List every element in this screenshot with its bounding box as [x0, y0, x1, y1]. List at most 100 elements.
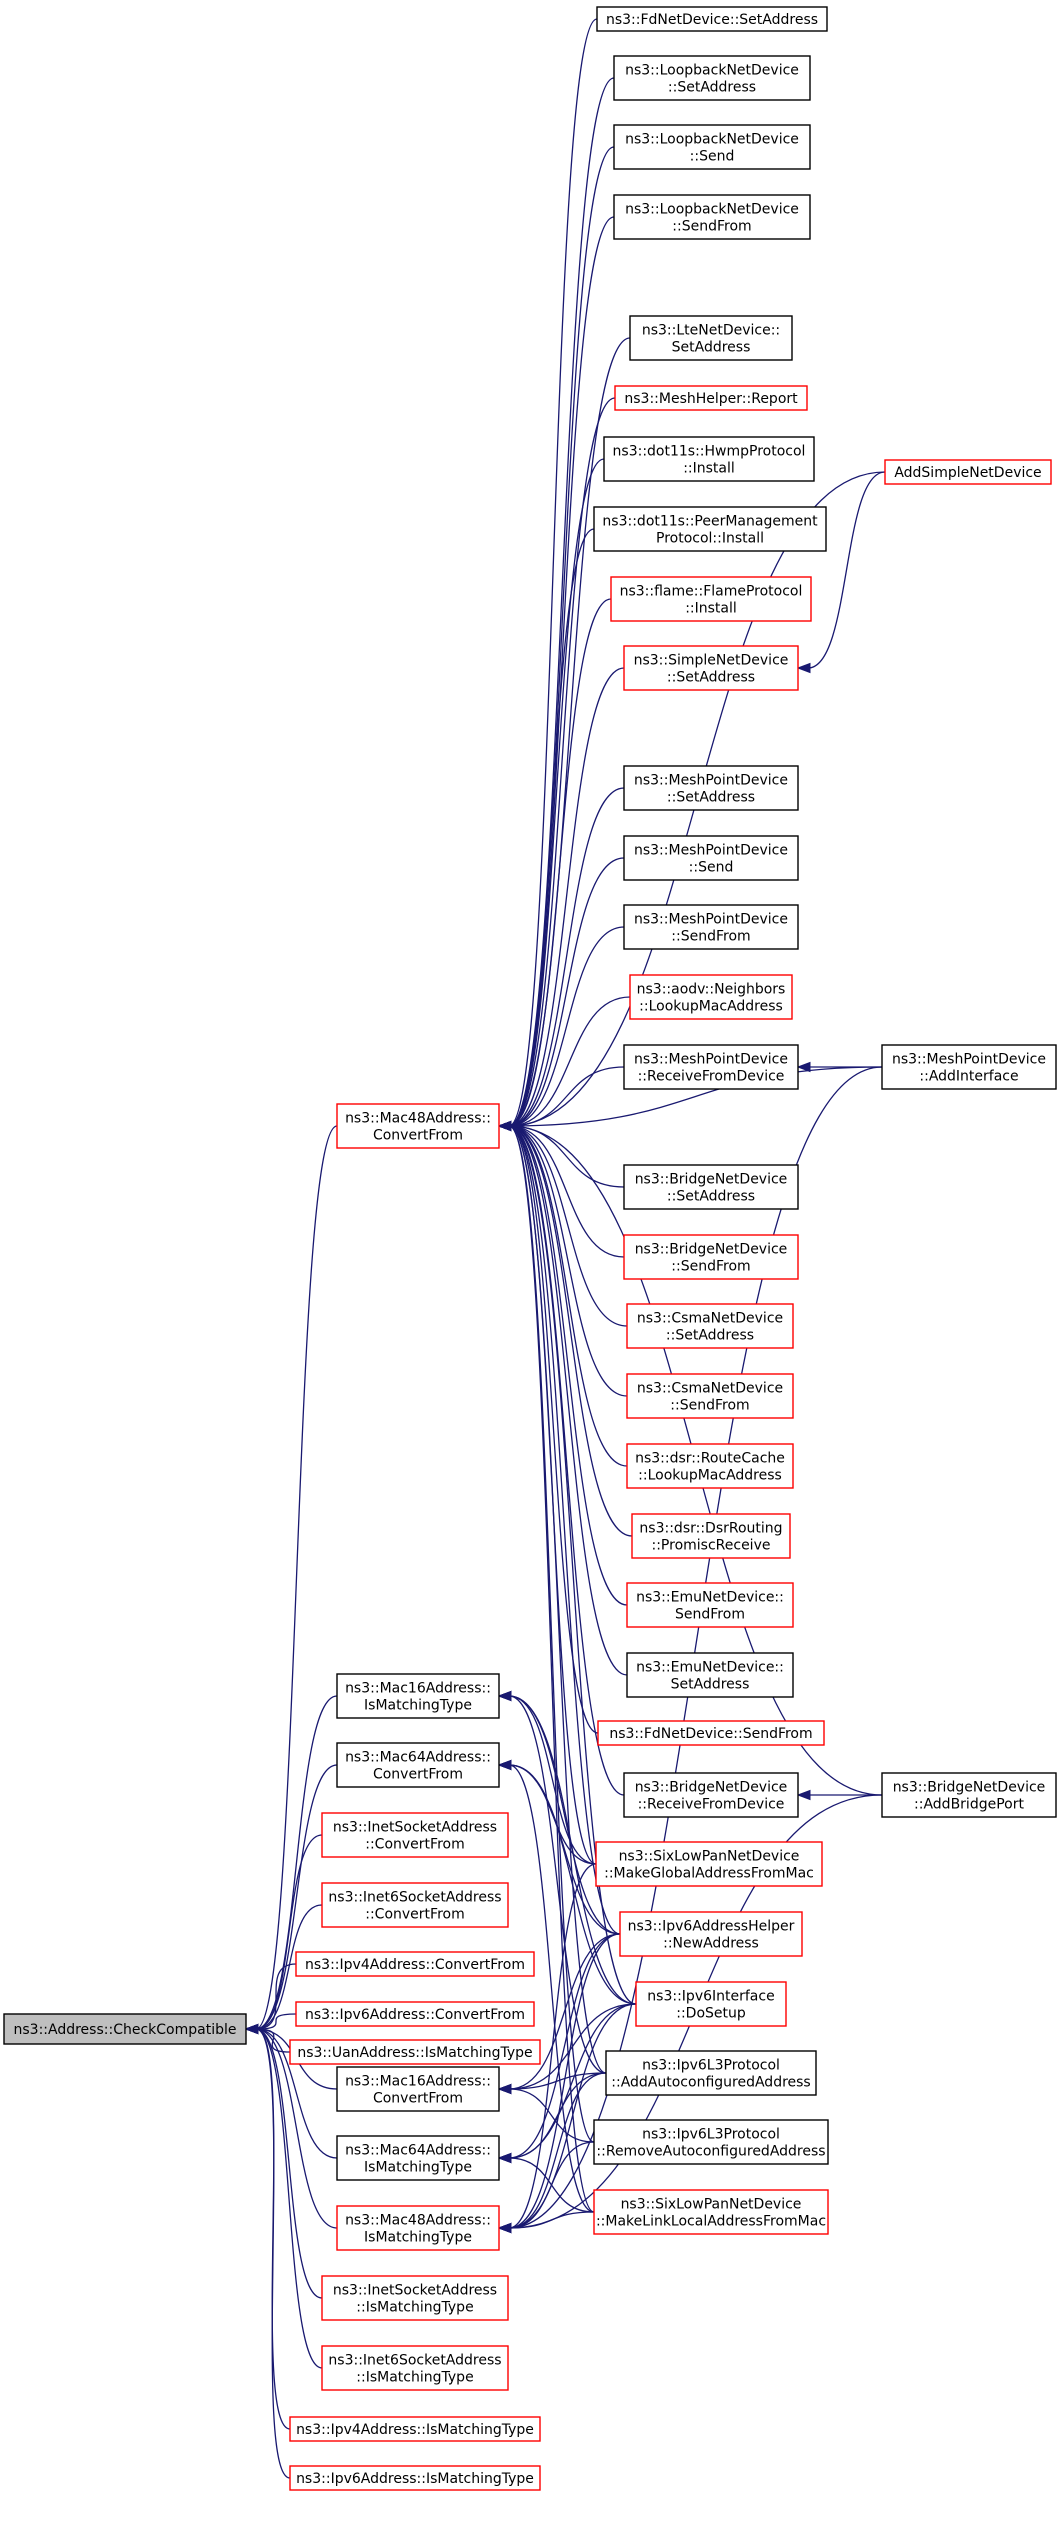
function-node[interactable]: AddSimpleNetDevice — [884, 459, 1052, 485]
function-node[interactable]: ns3::Inet6SocketAddress::ConvertFrom — [321, 1882, 509, 1928]
function-node[interactable]: ns3::Mac48Address::ConvertFrom — [336, 1103, 500, 1149]
arrowhead — [796, 662, 811, 674]
arrowhead — [796, 1061, 811, 1073]
function-node[interactable]: ns3::dsr::DsrRouting::PromiscReceive — [631, 1513, 791, 1559]
function-node[interactable]: ns3::MeshPointDevice::SetAddress — [623, 765, 799, 811]
function-node[interactable]: ns3::flame::FlameProtocol::Install — [610, 576, 812, 622]
call-edge — [508, 18, 598, 1127]
function-node[interactable]: ns3::BridgeNetDevice::SetAddress — [623, 1164, 799, 1210]
call-edge — [508, 1125, 607, 2074]
function-node[interactable]: ns3::Ipv6Interface::DoSetup — [635, 1981, 787, 2027]
function-node[interactable]: ns3::SixLowPanNetDevice::MakeLinkLocalAd… — [593, 2189, 829, 2235]
call-edge — [508, 1125, 628, 1467]
node-label: ns3::Ipv6Address::ConvertFrom — [305, 2007, 525, 2023]
function-node[interactable]: ns3::dsr::RouteCache::LookupMacAddress — [626, 1443, 794, 1489]
node-label: SetAddress — [672, 340, 751, 356]
function-node[interactable]: ns3::LteNetDevice::SetAddress — [629, 315, 793, 361]
call-edge — [508, 2003, 637, 2090]
node-label: ::ConvertFrom — [365, 1907, 464, 1923]
function-node[interactable]: ns3::Mac64Address::ConvertFrom — [336, 1742, 500, 1788]
function-node[interactable]: ns3::UanAddress::IsMatchingType — [289, 2039, 541, 2065]
call-nodes: ns3::Address::CheckCompatiblens3::Mac48A… — [3, 6, 1057, 2491]
node-label: ns3::MeshPointDevice — [634, 773, 788, 789]
function-node[interactable]: ns3::CsmaNetDevice::SendFrom — [626, 1373, 794, 1419]
node-label: ns3::FdNetDevice::SetAddress — [606, 12, 818, 28]
function-node[interactable]: ns3::dot11s::HwmpProtocol::Install — [603, 436, 815, 482]
node-box — [336, 1103, 500, 1149]
call-edge — [508, 926, 625, 1127]
function-node[interactable]: ns3::SixLowPanNetDevice::MakeGlobalAddre… — [595, 1841, 823, 1887]
function-node[interactable]: ns3::LoopbackNetDevice::SendFrom — [613, 194, 811, 240]
call-edge — [508, 598, 612, 1127]
function-node[interactable]: ns3::Mac48Address::IsMatchingType — [336, 2205, 500, 2251]
call-edge — [255, 1904, 323, 2030]
function-node[interactable]: ns3::MeshPointDevice::ReceiveFromDevice — [623, 1044, 799, 1090]
function-node[interactable]: ns3::CsmaNetDevice::SetAddress — [626, 1303, 794, 1349]
function-node[interactable]: ns3::Ipv6Address::IsMatchingType — [289, 2465, 541, 2491]
node-label: ::SendFrom — [670, 1398, 749, 1414]
node-box — [597, 1720, 825, 1746]
function-node[interactable]: ns3::LoopbackNetDevice::SetAddress — [613, 55, 811, 101]
call-edge — [508, 1695, 607, 2074]
arrowhead — [497, 2152, 512, 2164]
function-node[interactable]: ns3::Mac64Address::IsMatchingType — [336, 2135, 500, 2181]
function-node[interactable]: ns3::MeshPointDevice::AddInterface — [881, 1044, 1057, 1090]
node-box — [336, 1673, 500, 1719]
function-node[interactable]: ns3::Ipv6Address::ConvertFrom — [295, 2001, 535, 2027]
function-node[interactable]: ns3::MeshHelper::Report — [614, 385, 808, 411]
call-edge — [508, 1125, 621, 1935]
node-box — [295, 1951, 535, 1977]
node-label: ::SetAddress — [667, 670, 755, 686]
node-label: ns3::SixLowPanNetDevice — [621, 2197, 802, 2213]
function-node[interactable]: ns3::BridgeNetDevice::ReceiveFromDevice — [623, 1772, 799, 1818]
function-node[interactable]: ns3::EmuNetDevice::SendFrom — [626, 1582, 794, 1628]
call-edge — [508, 397, 616, 1127]
function-node[interactable]: ns3::MeshPointDevice::Send — [623, 835, 799, 881]
node-label: ns3::Ipv6L3Protocol — [642, 2127, 780, 2143]
function-node[interactable]: ns3::LoopbackNetDevice::Send — [613, 124, 811, 170]
node-label: ns3::FdNetDevice::SendFrom — [609, 1726, 812, 1742]
function-node[interactable]: ns3::EmuNetDevice::SetAddress — [626, 1652, 794, 1698]
function-node[interactable]: ns3::Ipv4Address::IsMatchingType — [289, 2416, 541, 2442]
function-node[interactable]: ns3::MeshPointDevice::SendFrom — [623, 904, 799, 950]
node-label: ::AddInterface — [919, 1069, 1018, 1085]
node-label: ns3::Address::CheckCompatible — [14, 2022, 237, 2038]
node-label: ::Send — [689, 860, 734, 876]
function-node[interactable]: ns3::InetSocketAddress::ConvertFrom — [321, 1812, 509, 1858]
node-box — [884, 459, 1052, 485]
function-node[interactable]: ns3::BridgeNetDevice::SendFrom — [623, 1234, 799, 1280]
node-label: SetAddress — [671, 1677, 750, 1693]
node-label: ns3::UanAddress::IsMatchingType — [297, 2045, 532, 2061]
node-label: ns3::SimpleNetDevice — [634, 653, 789, 669]
root-function-node[interactable]: ns3::Address::CheckCompatible — [3, 2013, 247, 2045]
function-node[interactable]: ns3::InetSocketAddress::IsMatchingType — [321, 2275, 509, 2321]
node-box — [881, 1772, 1057, 1818]
call-edge — [508, 1125, 595, 2143]
function-node[interactable]: ns3::BridgeNetDevice::AddBridgePort — [881, 1772, 1057, 1818]
function-node[interactable]: ns3::Mac16Address::ConvertFrom — [336, 2066, 500, 2112]
function-node[interactable]: ns3::Ipv6AddressHelper::NewAddress — [619, 1911, 803, 1957]
node-box — [336, 2205, 500, 2251]
node-label: IsMatchingType — [364, 2230, 472, 2246]
node-box — [623, 835, 799, 881]
function-node[interactable]: ns3::FdNetDevice::SendFrom — [597, 1720, 825, 1746]
function-node[interactable]: ns3::aodv::Neighbors::LookupMacAddress — [629, 974, 793, 1020]
function-node[interactable]: ns3::Ipv4Address::ConvertFrom — [295, 1951, 535, 1977]
node-box — [603, 436, 815, 482]
function-node[interactable]: ns3::Ipv6L3Protocol::AddAutoconfiguredAd… — [605, 2050, 817, 2096]
function-node[interactable]: ns3::Mac16Address::IsMatchingType — [336, 1673, 500, 1719]
function-node[interactable]: ns3::dot11s::PeerManagementProtocol::Ins… — [593, 506, 827, 552]
arrowhead — [497, 2222, 512, 2234]
function-node[interactable]: ns3::Inet6SocketAddress::IsMatchingType — [321, 2345, 509, 2391]
node-label: ns3::CsmaNetDevice — [637, 1381, 783, 1397]
node-label: ::Install — [685, 601, 737, 617]
node-label: ::PromiscReceive — [652, 1538, 771, 1554]
node-label: ns3::EmuNetDevice:: — [636, 1660, 784, 1676]
function-node[interactable]: ns3::FdNetDevice::SetAddress — [596, 6, 828, 32]
call-edge — [255, 2013, 297, 2030]
function-node[interactable]: ns3::Ipv6L3Protocol::RemoveAutoconfigure… — [593, 2119, 829, 2165]
node-label: ns3::Ipv6AddressHelper — [628, 1919, 795, 1935]
call-edge — [508, 1125, 628, 1606]
node-label: ns3::LteNetDevice:: — [642, 323, 780, 339]
function-node[interactable]: ns3::SimpleNetDevice::SetAddress — [623, 645, 799, 691]
